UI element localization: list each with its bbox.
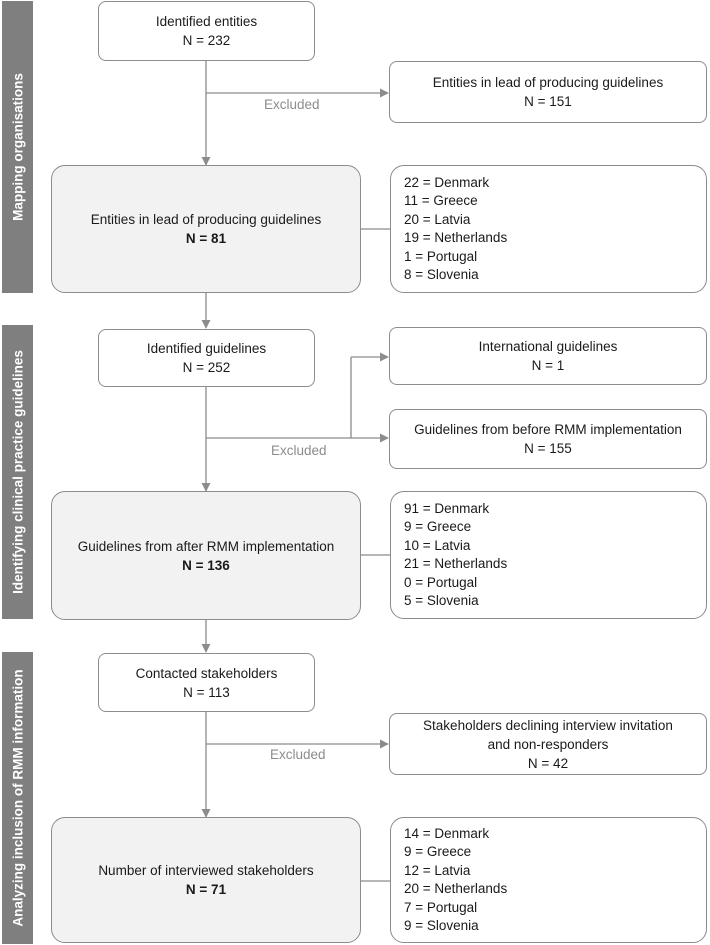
section-label-mapping: Mapping organisations (10, 73, 25, 221)
excluded-entities-box: Entities in lead of producing guidelines… (389, 61, 707, 123)
section-band-mapping: Mapping organisations (2, 1, 33, 293)
list-item: 10 = Latvia (404, 537, 471, 553)
list-item: 5 = Slovenia (404, 593, 479, 608)
box-count: N = 71 (185, 882, 227, 897)
list-item: 20 = Netherlands (404, 881, 508, 896)
list-item: 0 = Portugal (404, 574, 478, 590)
excluded-label: Excluded (264, 97, 320, 112)
section-label-analyzing: Analyzing inclusion of RMM information (10, 669, 25, 927)
box-count: N = 113 (183, 684, 230, 700)
box-count: N = 232 (182, 33, 231, 48)
list-item: 21 = Netherlands (404, 556, 508, 571)
box-title: Identified guidelines (146, 341, 267, 356)
list-item: 12 = Latvia (404, 862, 471, 878)
excluded-label: Excluded (270, 747, 326, 762)
excluded-label: Excluded (271, 443, 327, 458)
identified-guidelines-box: Identified guidelines N = 252 (98, 329, 315, 387)
list-item: 91 = Denmark (404, 500, 490, 516)
list-item: 19 = Netherlands (404, 230, 508, 245)
box-title: Number of interviewed stakeholders (98, 863, 314, 878)
box-title: Entities in lead of producing guidelines (90, 212, 322, 227)
box-count: N = 42 (527, 755, 569, 771)
list-item: 22 = Denmark (404, 174, 490, 190)
box-title: Guidelines from after RMM implementation (77, 538, 335, 554)
list-item: 9 = Greece (404, 519, 472, 534)
box-count: N = 136 (182, 557, 230, 573)
country-breakdown-1: 22 = Denmark 11 = Greece 20 = Latvia 19 … (390, 165, 707, 293)
box-title: Entities in lead of producing guidelines (432, 75, 664, 90)
box-title: International guidelines (478, 339, 618, 354)
box-count: N = 1 (531, 358, 565, 373)
box-title: Contacted stakeholders (135, 665, 278, 681)
list-item: 7 = Portugal (404, 899, 478, 915)
list-item: 14 = Denmark (404, 825, 490, 841)
country-breakdown-3: 14 = Denmark 9 = Greece 12 = Latvia 20 =… (390, 817, 707, 943)
contacted-stakeholders-box: Contacted stakeholders N = 113 (98, 653, 315, 712)
country-breakdown-2: 91 = Denmark 9 = Greece 10 = Latvia 21 =… (390, 491, 707, 619)
box-count: N = 81 (185, 231, 227, 246)
section-band-identifying: Identifying clinical practice guidelines (2, 325, 33, 619)
list-item: 11 = Greece (404, 193, 478, 208)
declined-stakeholders-box: Stakeholders declining interview invitat… (389, 713, 707, 775)
stakeholders-result-box: Number of interviewed stakeholders N = 7… (51, 817, 361, 943)
list-item: 20 = Latvia (404, 211, 471, 227)
box-title: Identified entities (155, 14, 258, 29)
box-title: Guidelines from before RMM implementatio… (414, 422, 682, 437)
box-count: N = 155 (524, 441, 572, 456)
section-band-analyzing: Analyzing inclusion of RMM information (2, 652, 33, 944)
box-count: N = 151 (524, 94, 572, 109)
list-item: 8 = Slovenia (404, 267, 479, 282)
list-item: 9 = Slovenia (404, 918, 479, 933)
section-label-identifying: Identifying clinical practice guidelines (10, 350, 25, 594)
international-guidelines-box: International guidelines N = 1 (389, 327, 707, 385)
list-item: 1 = Portugal (404, 248, 478, 264)
box-title-line2: and non-responders (487, 736, 609, 752)
list-item: 9 = Greece (404, 844, 472, 859)
box-title: Stakeholders declining interview invitat… (423, 717, 673, 733)
identified-entities-box: Identified entities N = 232 (98, 1, 315, 61)
pre-rmm-guidelines-box: Guidelines from before RMM implementatio… (389, 409, 707, 469)
entities-result-box: Entities in lead of producing guidelines… (51, 165, 361, 293)
box-count: N = 252 (182, 360, 231, 375)
guidelines-result-box: Guidelines from after RMM implementation… (51, 491, 361, 620)
